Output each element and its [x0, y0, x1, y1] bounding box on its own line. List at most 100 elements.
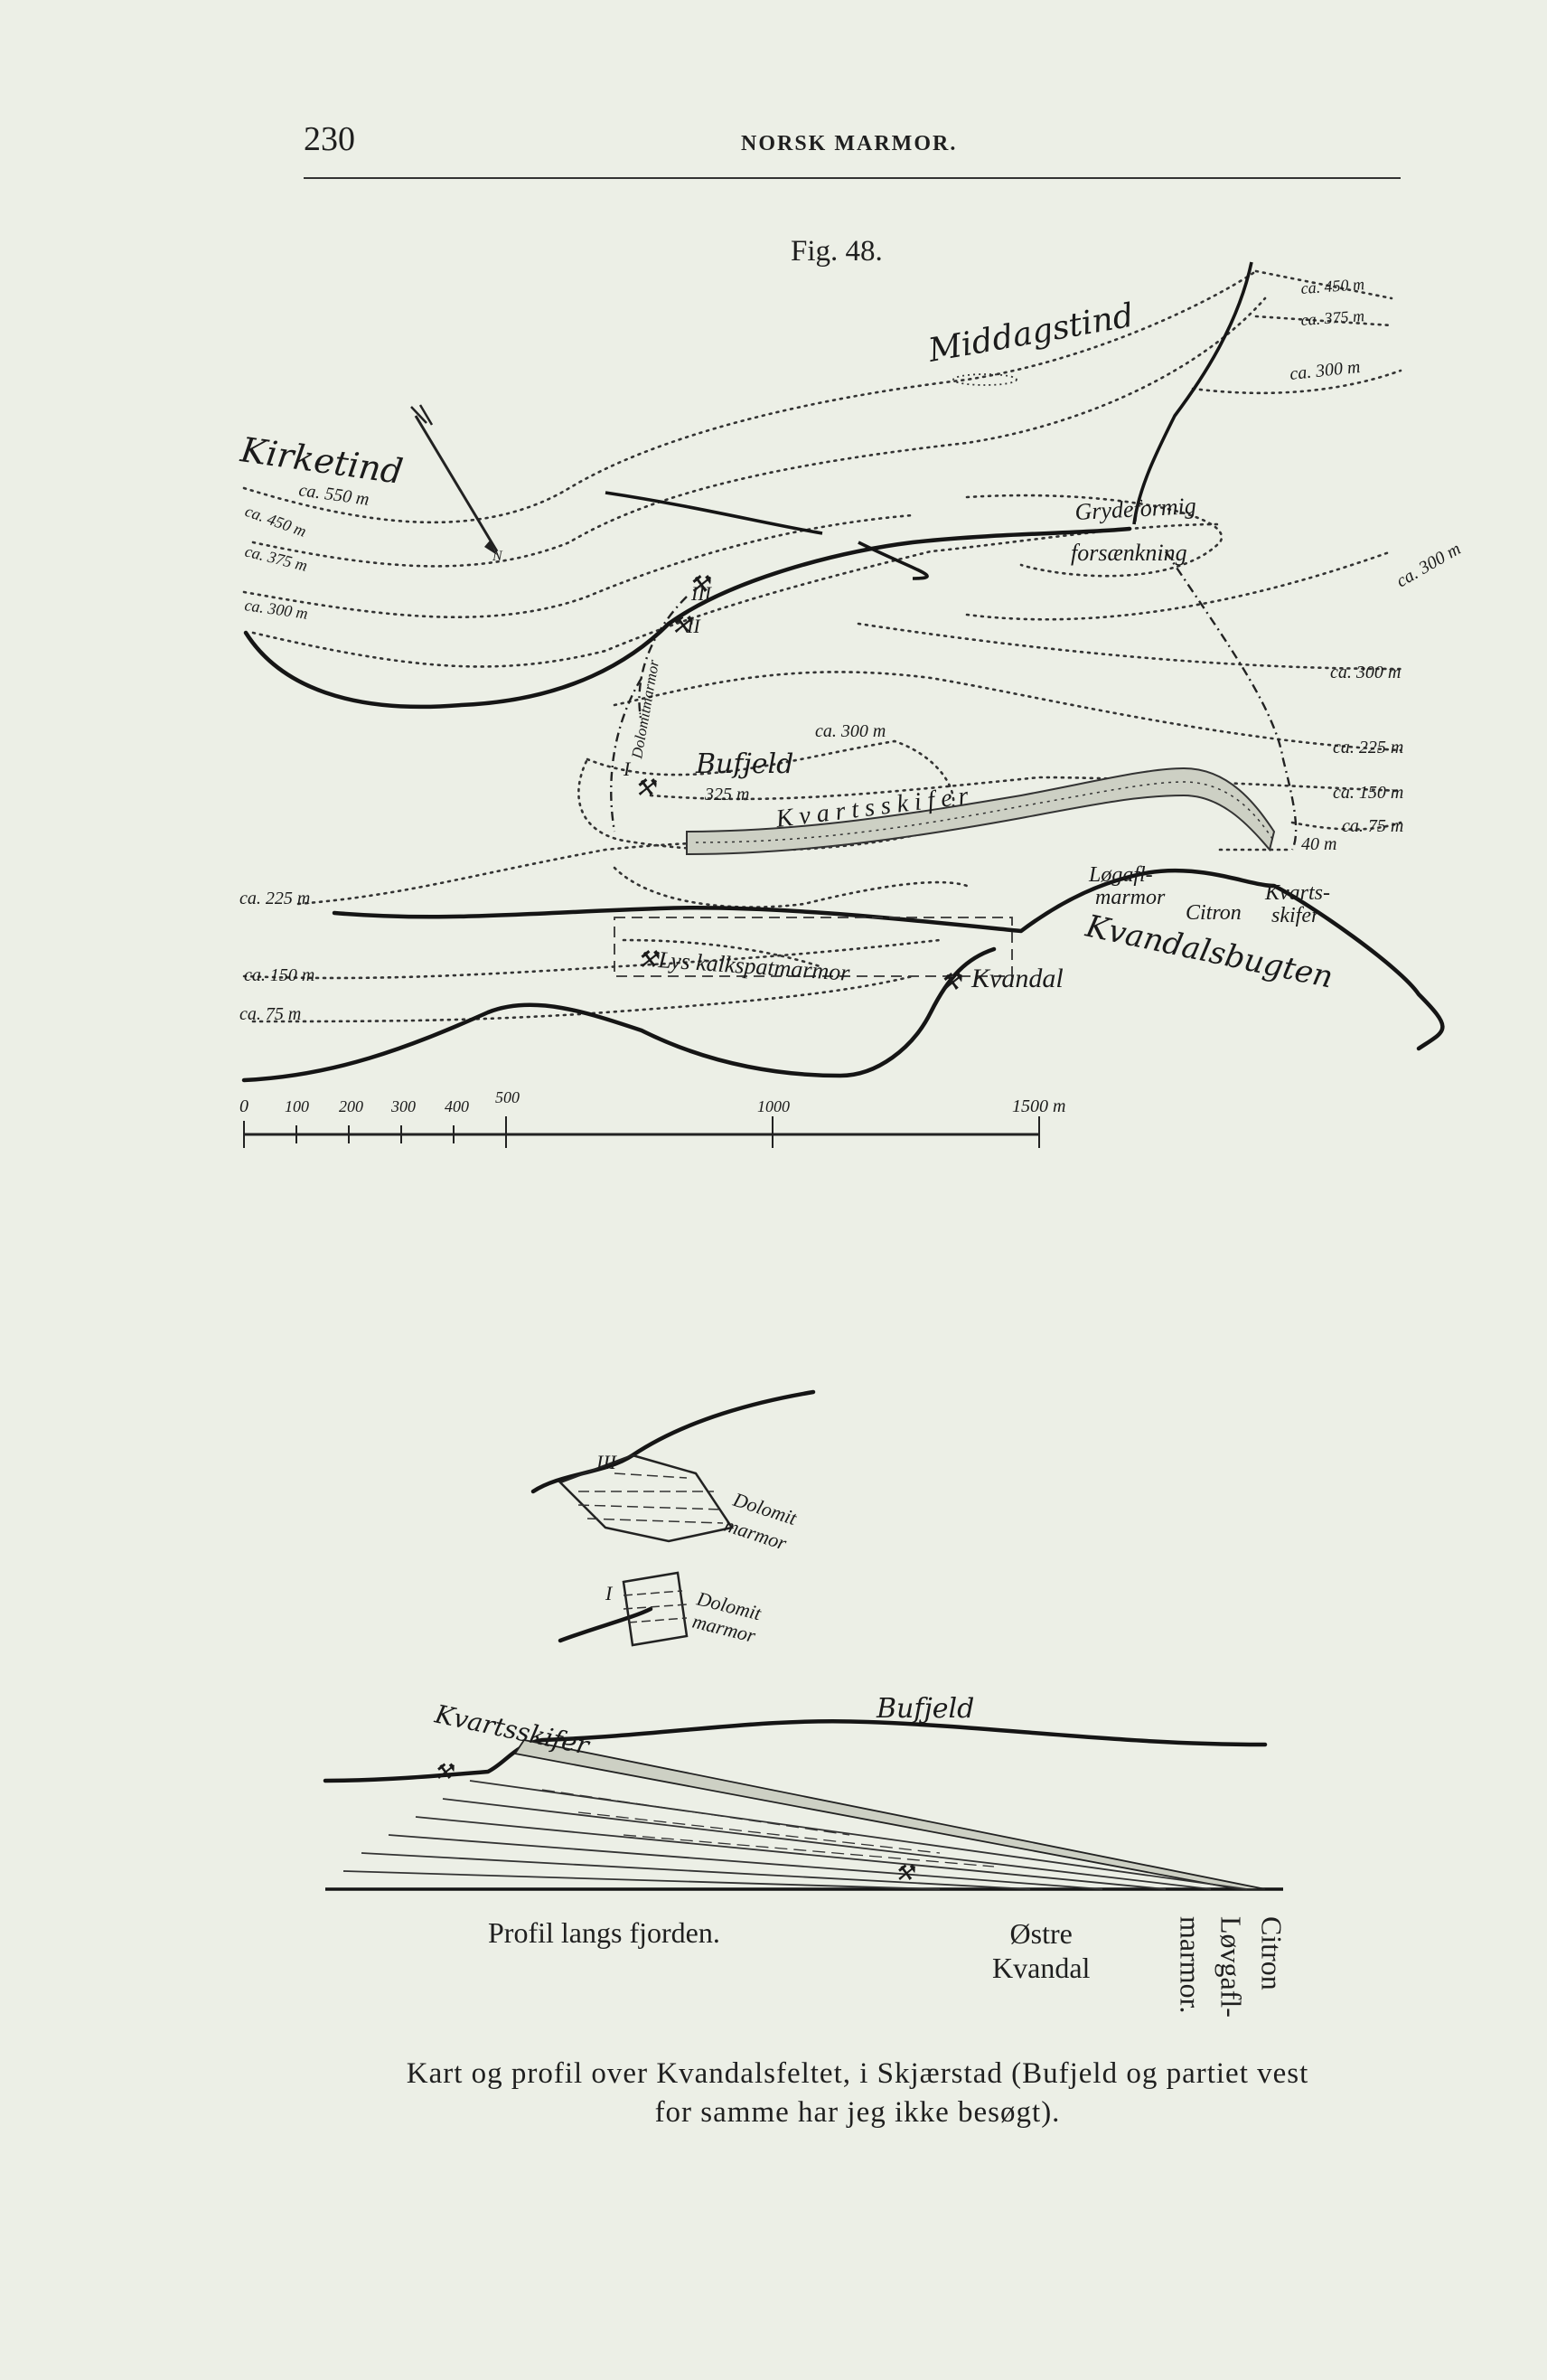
contour-label-right-450: ca. 450 m — [1300, 275, 1365, 297]
contour-label-right-150: ca. 150 m — [1333, 783, 1403, 803]
label-citron: Citron — [1186, 901, 1242, 925]
road-line — [605, 491, 823, 535]
contour-label-left-300: ca. 300 m — [243, 596, 309, 623]
page-number: 230 — [304, 120, 355, 158]
scale-bar — [243, 1116, 1040, 1148]
label-grydeformig: Grydeformig — [1074, 493, 1197, 525]
contour-line — [613, 671, 1402, 752]
contour-line — [613, 866, 969, 908]
inset-I-hatch — [623, 1590, 688, 1623]
profile-vertical-marmor: marmor. — [1174, 1916, 1207, 2014]
road-line — [1132, 261, 1253, 525]
inset-I-body — [622, 1571, 689, 1647]
figure-caption-line-2: for samme har jeg ikke besøgt). — [654, 2095, 1061, 2129]
label-mine-III: III — [690, 582, 713, 605]
contour-line — [251, 296, 1267, 568]
kvartsskifer-layer — [513, 1738, 1266, 1890]
label-bufjeld-altitude: 325 m — [704, 785, 749, 804]
contour-line — [242, 938, 942, 980]
profile-ostre-line-2: Kvandal — [992, 1952, 1091, 1985]
road-line — [858, 541, 929, 580]
label-mine-II: II — [686, 615, 701, 637]
strata-hatch — [541, 1789, 995, 1867]
contour-line — [649, 776, 1402, 801]
kvartsskifer-band-hatch — [695, 781, 1273, 843]
contour-line — [1191, 369, 1402, 395]
mine-symbol-II: ⚒ — [670, 612, 694, 638]
contour-label-right-300a: ca. 300 m — [1289, 357, 1361, 384]
label-dolomitmarmor-vertical: Dolomitmarmor — [628, 658, 662, 760]
profile-surface — [323, 1718, 1268, 1783]
inset-III-hatch — [577, 1472, 724, 1524]
shoreline — [332, 868, 1445, 1051]
kalkspat-band — [614, 917, 1013, 977]
contour-label-right-225: ca. 225 m — [1333, 738, 1403, 757]
profile-label-III: III — [595, 1451, 618, 1473]
contour-line — [1254, 315, 1393, 327]
contour-line — [242, 513, 914, 619]
scale-tick-0: 0 — [239, 1096, 248, 1116]
header-rule — [304, 177, 1401, 179]
profile-vertical-lovgafl: Løvgafl- — [1214, 1916, 1248, 2018]
contour-label-right-300b: ca. 300 m — [1393, 539, 1465, 591]
contour-line — [242, 269, 1258, 524]
contour-label-left-225: ca. 225 m — [239, 889, 310, 908]
profile-caption: Profil langs fjorden. — [488, 1916, 720, 1949]
profile-mine-symbol: ⚒ — [434, 1761, 455, 1784]
contour-label-left-75: ca. 75 m — [239, 1004, 301, 1024]
contour-label-left-450: ca. 450 m — [243, 502, 309, 541]
contour-line — [857, 622, 1402, 671]
scale-tick-1500: 1500 m — [1012, 1096, 1065, 1116]
running-head: NORSK MARMOR. — [741, 132, 958, 155]
fault-line — [610, 677, 643, 833]
contour-line — [251, 522, 1222, 668]
mine-symbol-III: ⚒ — [689, 571, 712, 597]
mine-symbol-kalkspat: ⚒ — [637, 946, 661, 973]
scale-tick-300: 300 — [390, 1097, 416, 1115]
contour-line — [1254, 269, 1393, 300]
figure-caption-line-1: Kart og profil over Kvandalsfeltet, i Sk… — [406, 2057, 1309, 2090]
contour-label-center-300: ca. 300 m — [815, 721, 886, 741]
inset-I-surface — [558, 1606, 653, 1643]
scale-tick-100: 100 — [285, 1097, 309, 1115]
contour-label-left-150: ca. 150 m — [244, 965, 314, 985]
contour-label-right-40: 40 m — [1301, 834, 1336, 854]
north-arrow-head — [484, 541, 497, 555]
contour-line — [1290, 821, 1402, 831]
contour-label-right-75: ca. 75 m — [1342, 816, 1403, 836]
profile-ostre-kvandal: Østre Kvandal — [992, 1916, 1090, 1986]
label-kvarts-skifer: skifer — [1271, 904, 1320, 927]
contour-line — [965, 550, 1393, 621]
figure-label: Fig. 48. — [791, 235, 883, 268]
label-middagstind: Middagstind — [924, 297, 1136, 370]
label-kvandal: Kvandal — [970, 964, 1064, 993]
profile-ostre-line-1: Østre — [1009, 1917, 1073, 1950]
profile-vertical-citron: Citron — [1255, 1916, 1289, 1990]
label-kvarts: Kvarts- — [1264, 881, 1330, 905]
contour-label-right-300c: ca. 300 m — [1330, 663, 1401, 682]
contour-line — [251, 974, 914, 1023]
label-forsaenkning: forsænkning — [1071, 540, 1187, 566]
kvartsskifer-band — [686, 767, 1276, 856]
north-label: N — [492, 549, 503, 564]
mine-symbol-I: ⚒ — [634, 775, 658, 801]
scale-tick-400: 400 — [445, 1097, 469, 1115]
fault-line — [638, 596, 688, 724]
scale-tick-1000: 1000 — [757, 1097, 790, 1115]
label-bufjeld: Bufjeld — [695, 748, 793, 780]
inset-III-body — [558, 1453, 735, 1543]
label-mine-I: I — [623, 757, 632, 780]
profile-label-I: I — [605, 1582, 614, 1604]
kvandal-map: 0 100 200 300 400 500 1000 1500 m ⚒ ⚒ ⚒ … — [238, 261, 1465, 1148]
scale-tick-200: 200 — [339, 1097, 363, 1115]
label-logafl: Løgafl- — [1088, 863, 1153, 887]
mine-symbol-kvandal: ⚒ — [940, 969, 963, 995]
inset-III-surface — [530, 1389, 816, 1494]
contour-line — [622, 938, 824, 969]
figure-caption: Kart og profil over Kvandalsfeltet, i Sk… — [304, 2055, 1411, 2132]
scale-tick-500: 500 — [495, 1088, 520, 1106]
profile-section: III Dolomit marmor I Dolomit marmor ⚒ ⚒ … — [323, 1389, 1283, 1891]
shoreline — [241, 946, 997, 1083]
strata-lines — [342, 1780, 1248, 1890]
profile-label-bufjeld: Bufjeld — [876, 1693, 974, 1725]
